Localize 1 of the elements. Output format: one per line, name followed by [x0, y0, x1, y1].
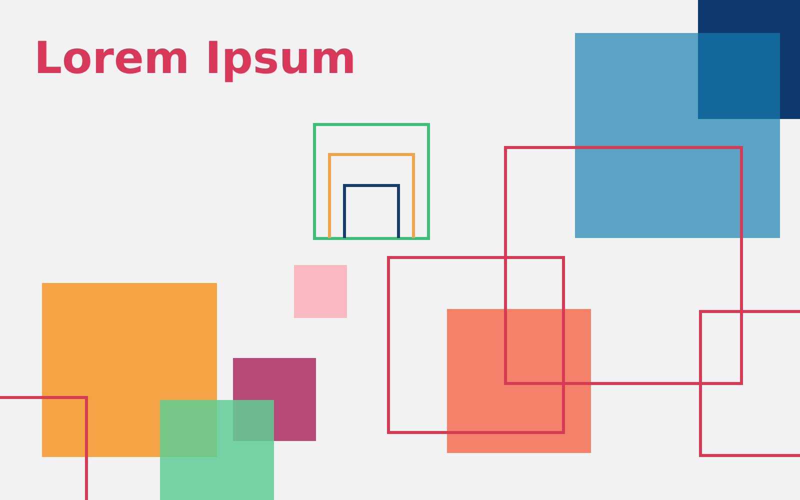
- title: Lorem Ipsum: [34, 32, 356, 86]
